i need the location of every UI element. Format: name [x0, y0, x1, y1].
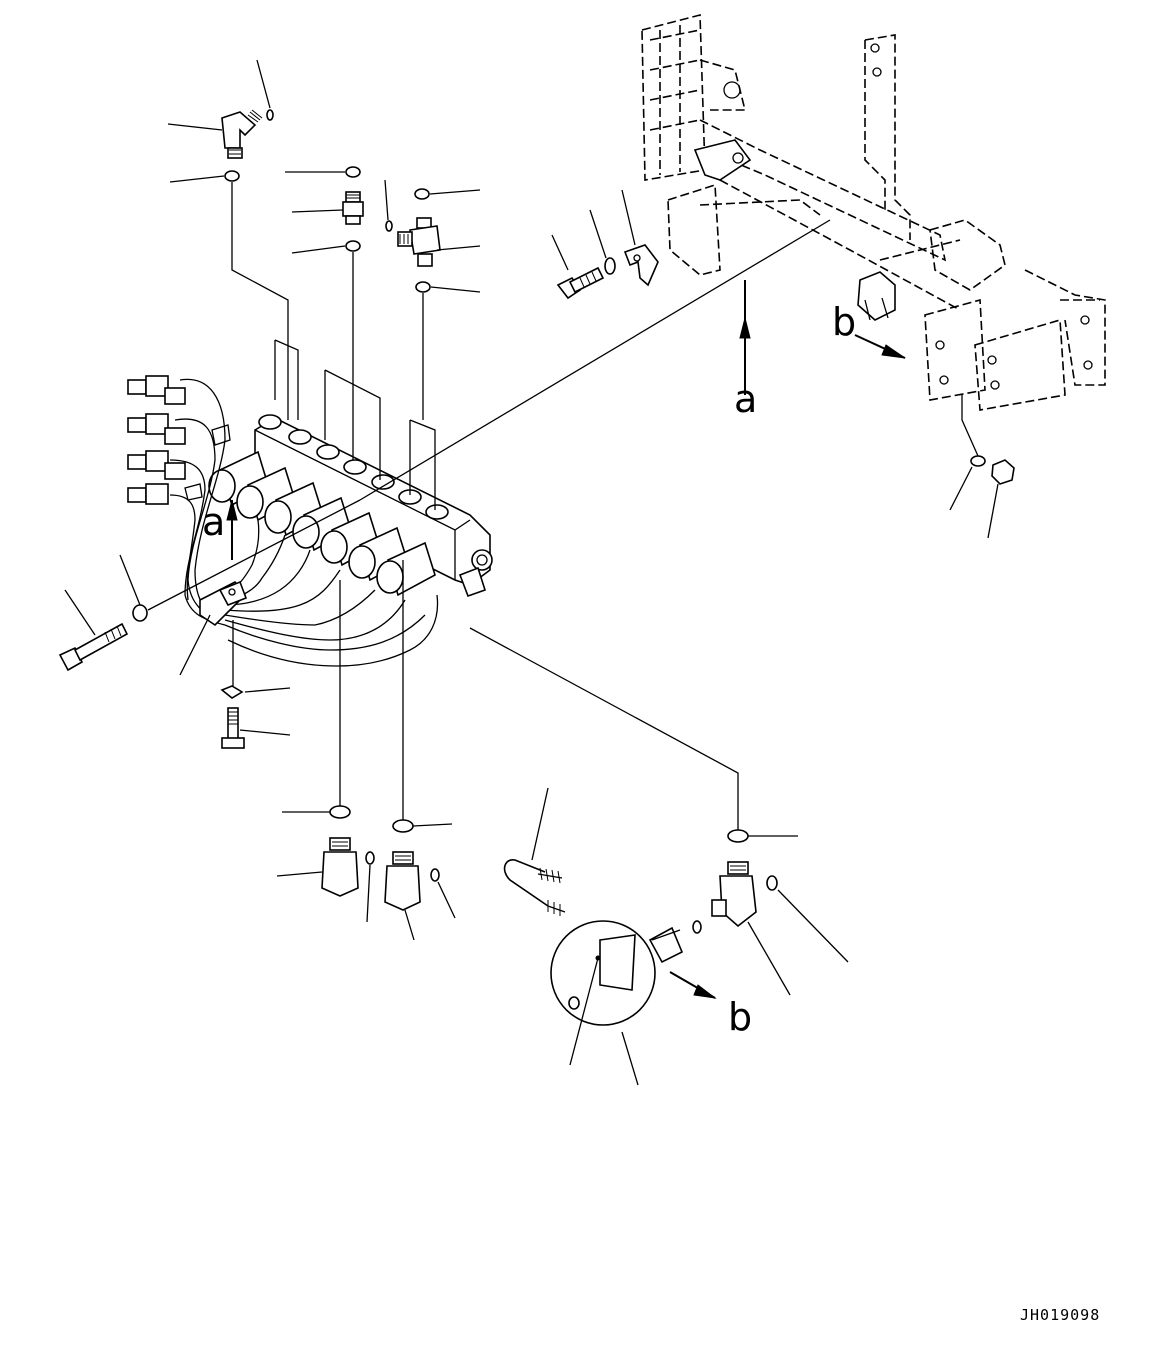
leader-lines-top — [167, 59, 481, 510]
mounting-reference-line — [359, 219, 831, 501]
u-bolt — [503, 787, 566, 916]
view-arrow-a-frame: a — [734, 280, 757, 421]
straight-adapter — [342, 191, 364, 225]
pressure-switch-2 — [384, 560, 456, 941]
view-label-b-accumulator: b — [728, 995, 752, 1039]
elbow-fitting — [221, 109, 263, 159]
view-label-b-frame: b — [832, 300, 856, 344]
pressure-switch-1 — [276, 580, 375, 923]
view-arrow-b-frame: b — [832, 300, 906, 359]
o-ring-3 — [345, 166, 361, 178]
long-bolt — [58, 499, 361, 672]
view-arrow-a-valve: a — [202, 499, 238, 560]
elbow-fitting-lower — [469, 627, 849, 996]
o-ring-7 — [385, 220, 393, 232]
wiring-harness — [127, 375, 439, 667]
o-ring-2 — [266, 109, 274, 121]
o-ring-6 — [415, 281, 431, 293]
o-ring-4 — [345, 240, 361, 252]
mounting-frame — [641, 13, 1106, 411]
o-ring-5 — [414, 188, 430, 200]
clamp-bolt — [179, 614, 291, 749]
washer-and-nut — [949, 395, 1015, 539]
view-label-a-valve: a — [202, 500, 225, 544]
frame-bolt-set — [551, 189, 659, 300]
view-label-a-frame: a — [734, 377, 757, 421]
tee-fitting — [397, 217, 441, 267]
drawing-reference-number: JH019098 — [1020, 1306, 1100, 1324]
accumulator — [550, 920, 702, 1086]
o-ring-1 — [224, 170, 240, 182]
view-arrow-b-accumulator: b — [669, 971, 752, 1039]
